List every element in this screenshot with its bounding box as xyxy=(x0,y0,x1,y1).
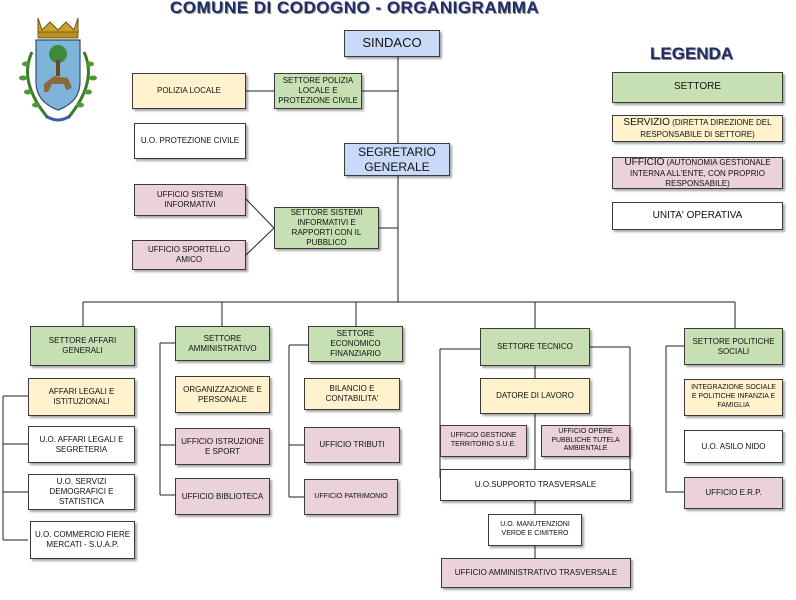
node-uo-protezione-civile-label: U.O. PROTEZIONE CIVILE xyxy=(140,136,240,145)
node-uo-manutenzioni-label: U.O. MANUTENZIONI VERDE E CIMITERO xyxy=(500,521,570,537)
node-settore-economico-label: SETTORE ECONOMICO FINANZIARIO xyxy=(330,329,381,358)
node-uo-affari-legali-label: U.O. AFFARI LEGALI E SEGRETERIA xyxy=(39,434,124,454)
node-uo-manutenzioni: U.O. MANUTENZIONI VERDE E CIMITERO xyxy=(488,514,582,546)
node-uo-commercio: U.O. COMMERCIO FIERE MERCATI - S.U.A.P. xyxy=(30,521,135,559)
node-settore-polizia-label: SETTORE POLIZIA LOCALE E PROTEZIONE CIVI… xyxy=(278,76,358,105)
node-ufficio-patrimonio-label: UFFICIO PATRIMONIO xyxy=(314,492,388,500)
node-ufficio-sistemi: UFFICIO SISTEMI INFORMATIVI xyxy=(134,184,246,216)
node-polizia-locale: POLIZIA LOCALE xyxy=(132,73,246,109)
legend-ufficio-label: UFFICIO xyxy=(624,156,665,168)
node-bilancio-label: BILANCIO E CONTABILITA' xyxy=(325,384,379,403)
legend-title: LEGENDA xyxy=(650,44,734,63)
node-settore-amministrativo: SETTORE AMMINISTRATIVO xyxy=(175,326,270,361)
node-datore-lavoro-label: DATORE DI LAVORO xyxy=(496,391,574,400)
node-ufficio-sistemi-label: UFFICIO SISTEMI INFORMATIVI xyxy=(156,190,224,209)
node-settore-economico: SETTORE ECONOMICO FINANZIARIO xyxy=(308,326,403,362)
coat-of-arms-icon xyxy=(19,17,97,122)
node-ufficio-patrimonio: UFFICIO PATRIMONIO xyxy=(304,479,398,515)
node-ufficio-sportello-label: UFFICIO SPORTELLO AMICO xyxy=(147,245,231,264)
node-ufficio-opere-pubbliche-label: UFFICIO OPERE PUBBLICHE TUTELA AMBIENTAL… xyxy=(551,427,620,453)
node-segretario-label-1: SEGRETARIO xyxy=(358,145,436,160)
node-polizia-locale-label: POLIZIA LOCALE xyxy=(156,86,222,95)
node-uo-asilo-label: U.O. ASILO NIDO xyxy=(701,441,766,451)
node-uo-protezione-civile: U.O. PROTEZIONE CIVILE xyxy=(134,123,246,159)
node-uo-supporto: U.O.SUPPORTO TRASVERSALE xyxy=(440,469,631,501)
node-sindaco: SINDACO xyxy=(344,30,440,57)
node-ufficio-erp: UFFICIO E.R.P. xyxy=(684,477,783,509)
legend-ufficio-note: (AUTONOMIA GESTIONALE INTERNA ALL'ENTE, … xyxy=(630,157,771,189)
node-settore-amministrativo-label: SETTORE AMMINISTRATIVO xyxy=(188,333,257,353)
legend-uo: UNITA' OPERATIVA xyxy=(612,202,783,230)
node-ufficio-gestione-territorio: UFFICIO GESTIONE TERRITORIO S.U.E. xyxy=(440,425,527,457)
legend-servizio-text: SERVIZIO (DIRETTA DIREZIONE DEL RESPONSA… xyxy=(616,117,779,140)
legend-ufficio-text: UFFICIO (AUTONOMIA GESTIONALE INTERNA AL… xyxy=(616,157,779,190)
node-affari-legali: AFFARI LEGALI E ISTITUZIONALI xyxy=(28,378,135,416)
node-ufficio-istruzione: UFFICIO ISTRUZIONE E SPORT xyxy=(175,428,270,465)
node-settore-polizia: SETTORE POLIZIA LOCALE E PROTEZIONE CIVI… xyxy=(274,73,362,109)
legend-servizio-note: (DIRETTA DIREZIONE DEL RESPONSABILE DI S… xyxy=(640,118,772,139)
node-uo-affari-legali: U.O. AFFARI LEGALI E SEGRETERIA xyxy=(28,426,135,463)
node-uo-asilo-nido: U.O. ASILO NIDO xyxy=(684,430,783,463)
node-segretario-label-2: GENERALE xyxy=(364,159,430,174)
node-segretario-generale: SEGRETARIO GENERALE xyxy=(344,143,450,176)
node-bilancio: BILANCIO E CONTABILITA' xyxy=(304,378,400,410)
node-settore-politiche-label: SETTORE POLITICHE SOCIALI xyxy=(692,336,775,356)
node-ufficio-biblioteca-label: UFFICIO BIBLIOTECA xyxy=(181,491,264,501)
node-ufficio-istruzione-label: UFFICIO ISTRUZIONE E SPORT xyxy=(181,436,264,456)
node-settore-sistemi: SETTORE SISTEMI INFORMATIVI E RAPPORTI C… xyxy=(274,207,379,249)
node-uo-servizi-demografici: U.O. SERVIZI DEMOGRAFICI E STATISTICA xyxy=(28,474,135,510)
legend-settore-label: SETTORE xyxy=(673,81,722,93)
node-settore-sistemi-label: SETTORE SISTEMI INFORMATIVI E RAPPORTI C… xyxy=(290,208,363,247)
node-ufficio-biblioteca: UFFICIO BIBLIOTECA xyxy=(175,478,270,515)
node-settore-politiche-sociali: SETTORE POLITICHE SOCIALI xyxy=(684,328,783,365)
legend-servizio: SERVIZIO (DIRETTA DIREZIONE DEL RESPONSA… xyxy=(612,115,783,142)
node-uo-servizi-demografici-label: U.O. SERVIZI DEMOGRAFICI E STATISTICA xyxy=(49,477,114,506)
node-uo-supporto-label: U.O.SUPPORTO TRASVERSALE xyxy=(474,480,597,489)
node-settore-tecnico-label: SETTORE TECNICO xyxy=(497,342,573,351)
node-sindaco-label: SINDACO xyxy=(362,35,422,51)
node-ufficio-erp-label: UFFICIO E.R.P. xyxy=(705,488,762,497)
page-title: COMUNE DI CODOGNO - ORGANIGRAMMA xyxy=(170,0,540,17)
node-datore-lavoro: DATORE DI LAVORO xyxy=(480,378,590,414)
node-organizzazione-label: ORGANIZZAZIONE E PERSONALE xyxy=(183,384,262,404)
node-settore-affari-generali: SETTORE AFFARI GENERALI xyxy=(30,326,135,366)
node-organizzazione: ORGANIZZAZIONE E PERSONALE xyxy=(175,376,270,413)
legend-servizio-label: SERVIZIO xyxy=(623,117,670,129)
node-integrazione-sociale-label: INTEGRAZIONE SOCIALE E POLITICHE INFANZI… xyxy=(691,384,776,409)
node-ufficio-opere-pubbliche: UFFICIO OPERE PUBBLICHE TUTELA AMBIENTAL… xyxy=(541,425,630,457)
node-settore-tecnico: SETTORE TECNICO xyxy=(480,328,590,366)
node-ufficio-sportello: UFFICIO SPORTELLO AMICO xyxy=(132,240,246,270)
legend-ufficio: UFFICIO (AUTONOMIA GESTIONALE INTERNA AL… xyxy=(612,157,783,189)
node-ufficio-gestione-territorio-label: UFFICIO GESTIONE TERRITORIO S.U.E. xyxy=(450,432,517,448)
node-ufficio-tributi: UFFICIO TRIBUTI xyxy=(304,427,400,463)
node-settore-affari-label: SETTORE AFFARI GENERALI xyxy=(48,336,117,355)
node-affari-legali-label: AFFARI LEGALI E ISTITUZIONALI xyxy=(48,387,115,406)
node-integrazione-sociale: INTEGRAZIONE SOCIALE E POLITICHE INFANZI… xyxy=(684,379,783,416)
node-ufficio-amministrativo-trasversale: UFFICIO AMMINISTRATIVO TRASVERSALE xyxy=(441,558,631,588)
node-ufficio-amministrativo-trasversale-label: UFFICIO AMMINISTRATIVO TRASVERSALE xyxy=(454,568,618,577)
node-ufficio-tributi-label: UFFICIO TRIBUTI xyxy=(319,440,385,449)
legend-uo-label: UNITA' OPERATIVA xyxy=(652,209,743,221)
legend-settore: SETTORE xyxy=(612,72,783,103)
node-uo-commercio-label: U.O. COMMERCIO FIERE MERCATI - S.U.A.P. xyxy=(34,530,131,549)
